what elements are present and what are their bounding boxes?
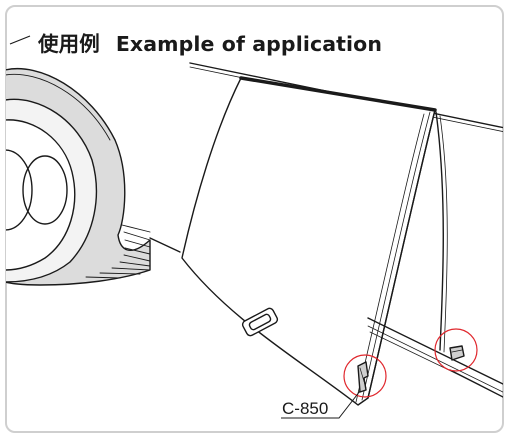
mud-flap-fold-3	[355, 113, 425, 403]
tire-sidewall	[6, 73, 111, 141]
mud-flap-handle	[241, 307, 279, 337]
mud-flap-top-bar	[239, 76, 437, 112]
clamp-left	[357, 361, 369, 393]
wheel-hub	[22, 155, 68, 225]
mud-flap-face	[181, 77, 436, 406]
highlight-circle-right	[434, 328, 478, 372]
lower-rail	[367, 317, 503, 399]
tire-tread	[85, 224, 151, 279]
rail-mid	[367, 325, 503, 394]
highlight-circle-left	[343, 354, 387, 398]
rail-top	[367, 317, 503, 386]
mud-flap-rear-edge	[435, 111, 444, 351]
trailer-bottom-edge	[149, 237, 181, 253]
title-japanese: 使用例	[38, 32, 100, 56]
mud-flap-fold-2	[361, 111, 431, 401]
mud-flap	[181, 76, 448, 406]
trailer-wheel	[6, 68, 151, 286]
mud-flap-rear-edge-inner	[439, 115, 448, 353]
clamp-right	[449, 345, 465, 361]
part-code-label: C-850	[282, 399, 329, 418]
figure-title: 使用例 Example of application	[38, 27, 382, 57]
rail-end	[449, 369, 503, 399]
title-english: Example of application	[115, 32, 383, 56]
title-tick-mark	[9, 35, 31, 45]
mud-flap-fold-1	[367, 109, 436, 399]
wheel-hub-inner	[6, 149, 33, 231]
callout-leader-line	[281, 390, 361, 419]
